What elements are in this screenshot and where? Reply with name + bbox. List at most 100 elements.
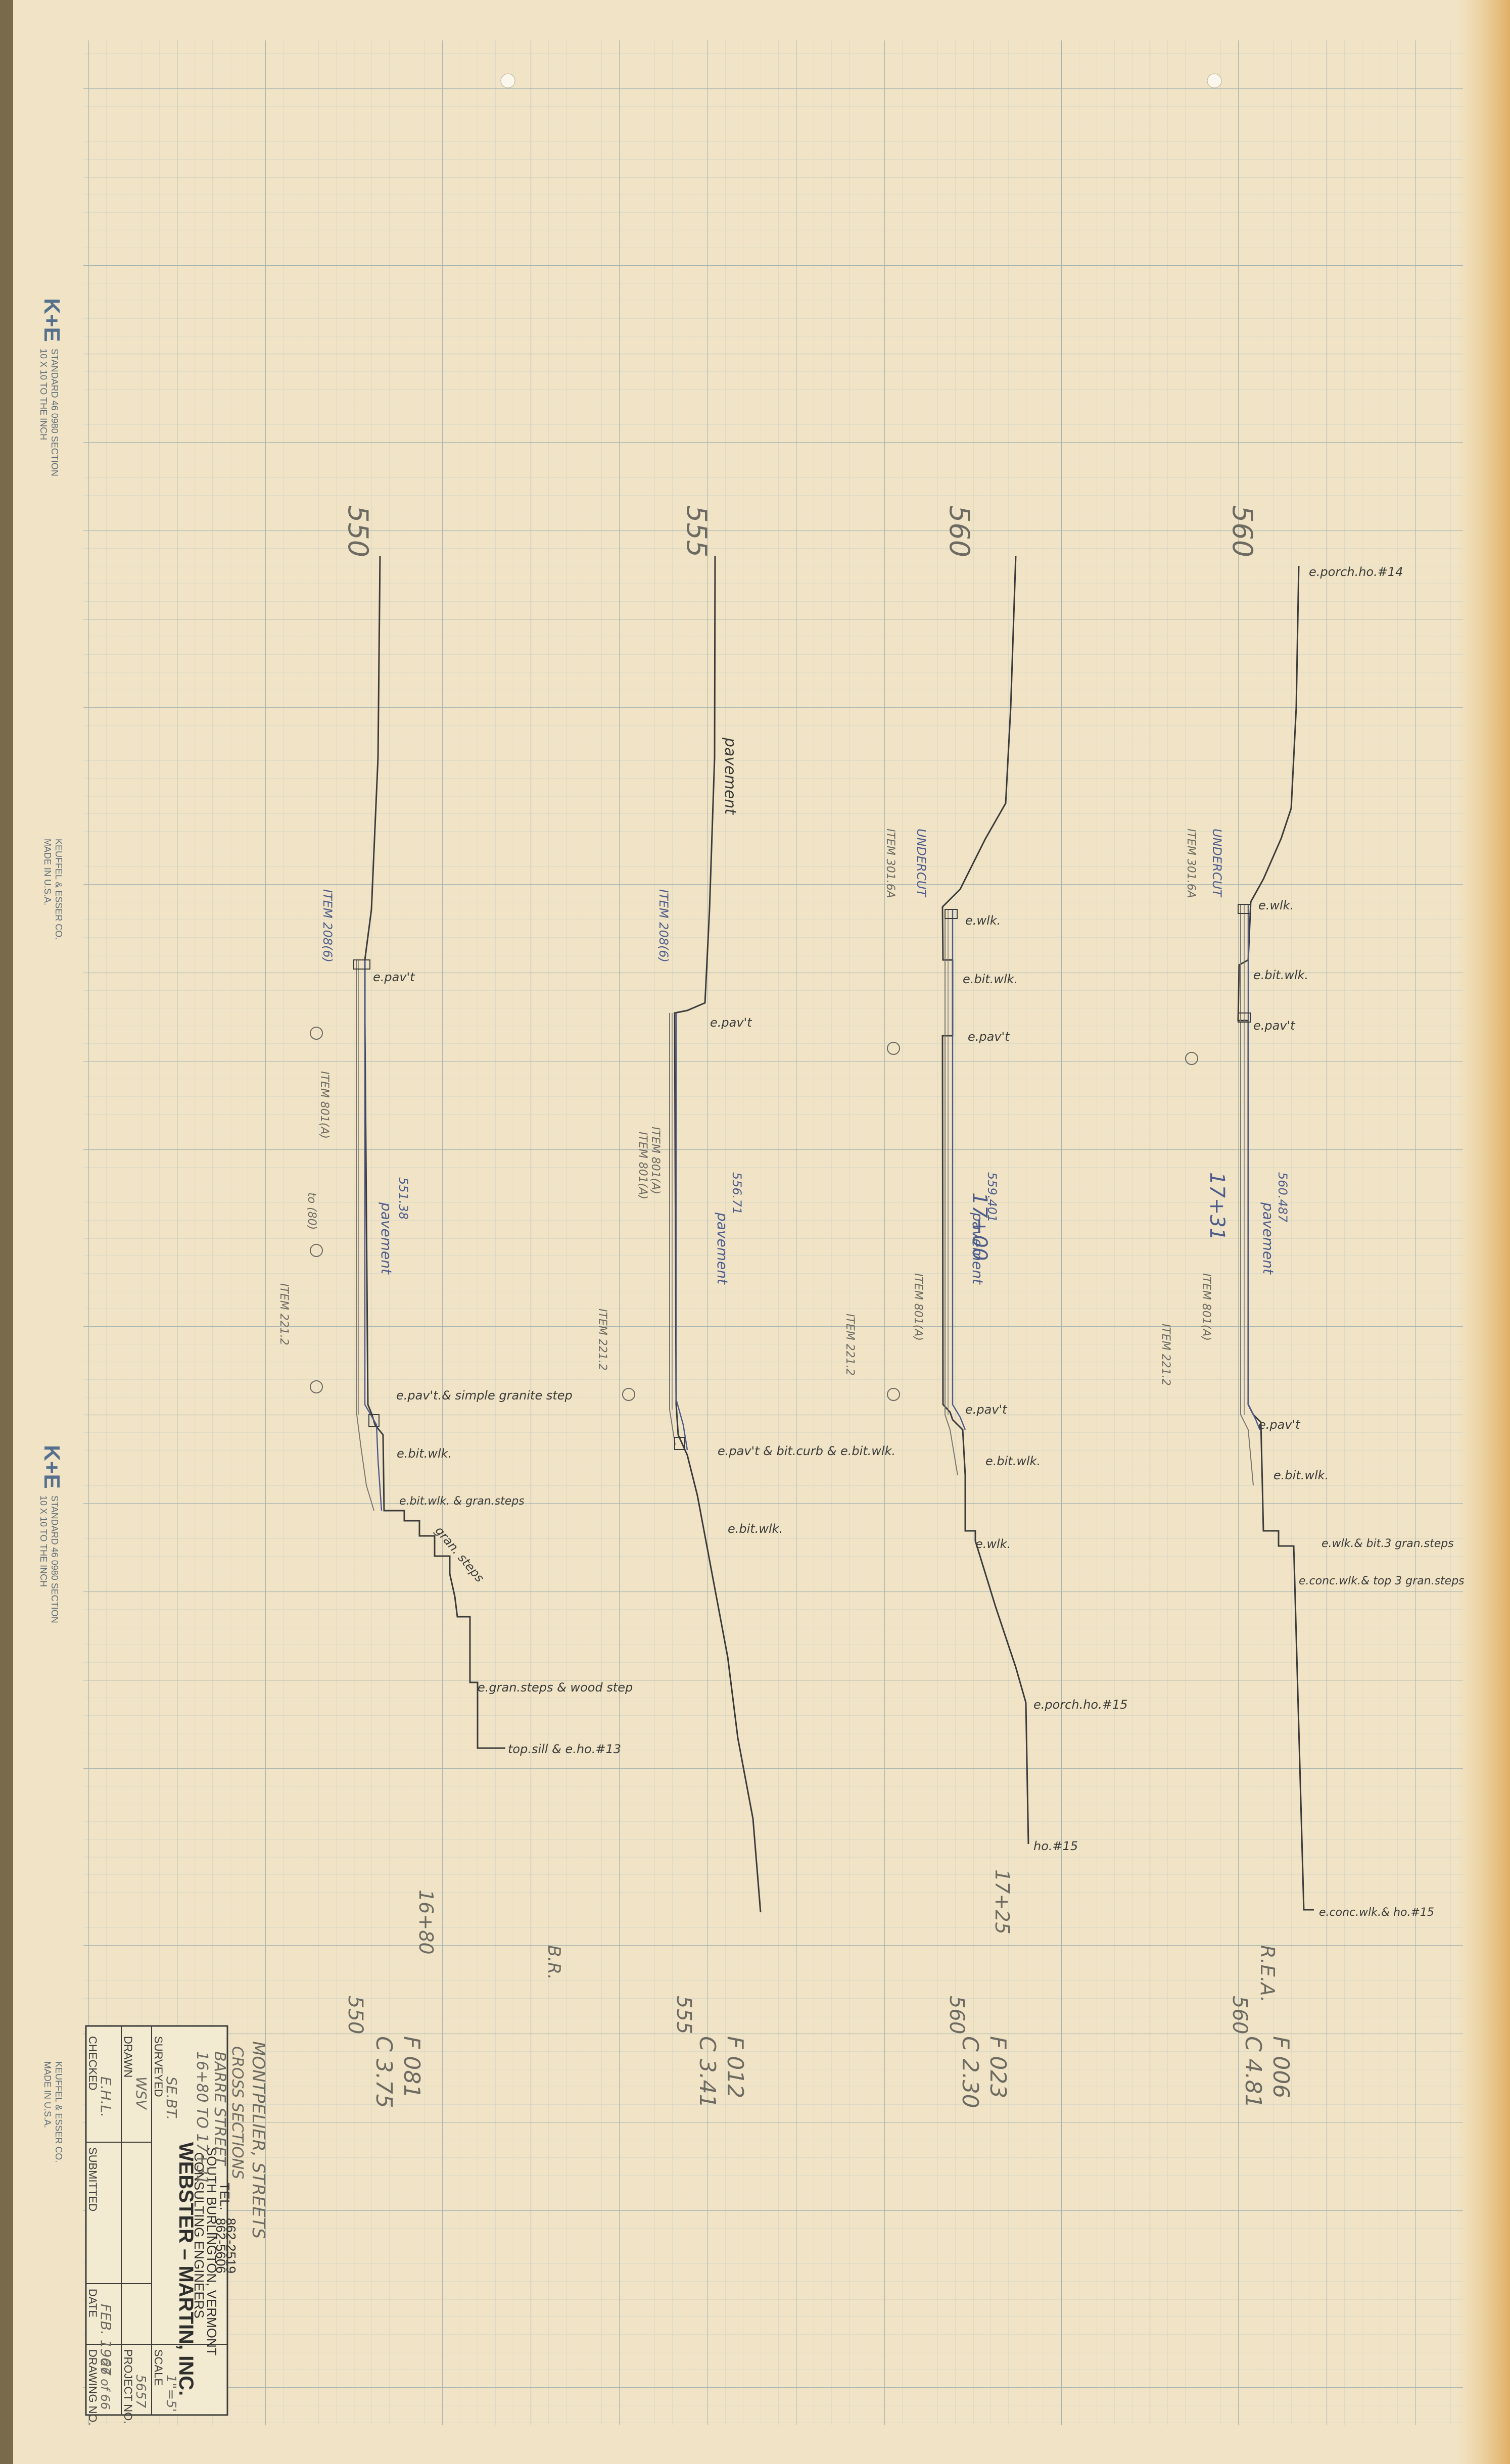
margin-brand-lower: K+E STANDARD 46 0980 SECTION 10 X 10 TO … [38, 1445, 64, 1623]
svg-text:ITEM 801(A): ITEM 801(A) [636, 1132, 649, 1199]
svg-text:10 X 10 TO THE INCH: 10 X 10 TO THE INCH [38, 1495, 49, 1587]
svg-text:F 012: F 012 [722, 2036, 748, 2098]
svg-text:WSV: WSV [133, 2076, 150, 2110]
svg-text:KEUFFEL & ESSER CO.: KEUFFEL & ESSER CO. [54, 839, 64, 940]
svg-text:560: 560 [1226, 505, 1258, 557]
svg-text:MONTPELIER, STREETS: MONTPELIER, STREETS [248, 2041, 268, 2239]
svg-text:K+E: K+E [39, 1445, 64, 1489]
svg-text:e.pav't: e.pav't [1258, 1418, 1301, 1432]
svg-text:B.R.: B.R. [544, 1945, 564, 1980]
pencil-line [356, 959, 374, 1511]
svg-text:E.H.L.: E.H.L. [98, 2076, 114, 2117]
left-edge [0, 0, 13, 2464]
svg-text:550: 550 [344, 1996, 367, 2034]
svg-text:e.pav't: e.pav't [965, 1403, 1008, 1417]
pencil-line [1240, 904, 1254, 1486]
svg-text:17+31: 17+31 [1205, 1172, 1229, 1240]
svg-text:ITEM 221.2: ITEM 221.2 [843, 1314, 856, 1376]
svg-text:SURVEYED: SURVEYED [152, 2036, 165, 2097]
svg-text:CHECKED: CHECKED [86, 2036, 99, 2091]
svg-text:MADE IN U.S.A.: MADE IN U.S.A. [42, 839, 53, 905]
svg-text:e.bit.wlk.: e.bit.wlk. [963, 972, 1018, 986]
pencil-line [945, 909, 958, 1476]
svg-text:F 081: F 081 [399, 2036, 424, 2098]
svg-text:e.pav't & bit.curb & e.bit.wlk: e.pav't & bit.curb & e.bit.wlk. [718, 1444, 895, 1458]
svg-text:862-5606: 862-5606 [213, 2218, 228, 2274]
svg-text:pavement: pavement [1260, 1202, 1277, 1275]
binder-hole [500, 73, 515, 88]
svg-text:F 006: F 006 [1268, 2036, 1294, 2098]
svg-text:to (80): to (80) [305, 1192, 318, 1230]
svg-text:1"=5': 1"=5' [163, 2375, 178, 2412]
svg-text:ITEM 208(6): ITEM 208(6) [656, 889, 671, 962]
svg-text:ITEM 801(A): ITEM 801(A) [318, 1071, 331, 1139]
svg-text:PROJECT NO.: PROJECT NO. [122, 2349, 134, 2424]
station-label: 16+80 [415, 1890, 437, 1955]
svg-text:555: 555 [672, 1996, 695, 2034]
svg-text:UNDERCUT: UNDERCUT [914, 829, 928, 898]
svg-text:R.E.A.: R.E.A. [1256, 1945, 1279, 2002]
margin-brand-mid: KEUFFEL & ESSER CO. MADE IN U.S.A. [42, 839, 64, 940]
svg-text:16+80 TO 17+31: 16+80 TO 17+31 [193, 2051, 211, 2185]
svg-text:DRAWN: DRAWN [122, 2036, 134, 2078]
svg-text:ITEM 301.6A: ITEM 301.6A [884, 829, 896, 898]
svg-text:e.wlk.& bit.3 gran.steps: e.wlk.& bit.3 gran.steps [1322, 1537, 1454, 1550]
svg-text:MADE IN U.S.A.: MADE IN U.S.A. [42, 2061, 53, 2128]
design-line [952, 909, 966, 1430]
svg-text:ITEM 801(A): ITEM 801(A) [649, 1127, 662, 1194]
svg-text:560: 560 [945, 1996, 968, 2034]
brand-logo: K+E [39, 298, 64, 342]
svg-text:CONSULTING ENGINEERS: CONSULTING ENGINEERS [192, 2152, 207, 2318]
svg-text:ITEM 301.6A: ITEM 301.6A [1185, 829, 1197, 898]
svg-text:e.wlk.: e.wlk. [1258, 898, 1294, 912]
svg-text:e.pav't: e.pav't [1253, 1019, 1296, 1033]
svg-text:556.71: 556.71 [730, 1172, 744, 1215]
ground-line [941, 555, 1029, 1845]
svg-text:ITEM 221.2: ITEM 221.2 [1159, 1324, 1172, 1386]
title-block: CHECKED SUBMITTED DATE DRAWING NO. DRAWN… [85, 2025, 268, 2426]
design-line [364, 960, 383, 1511]
svg-text:SOUTH BURLINGTON, VERMONT: SOUTH BURLINGTON, VERMONT [204, 2147, 219, 2356]
svg-text:STANDARD 46 0980 SECTION: STANDARD 46 0980 SECTION [50, 349, 60, 476]
svg-text:e.porch.ho.#14: e.porch.ho.#14 [1309, 565, 1403, 579]
svg-text:SE.BT.: SE.BT. [163, 2076, 180, 2120]
svg-text:SUBMITTED: SUBMITTED [86, 2147, 99, 2211]
svg-text:ITEM 208(6): ITEM 208(6) [320, 889, 335, 962]
pencil-line [669, 1013, 676, 1445]
svg-text:CROSS SECTIONS: CROSS SECTIONS [228, 2046, 246, 2179]
svg-text:560: 560 [943, 505, 975, 557]
graph-grid [83, 40, 1463, 2425]
svg-text:pavement: pavement [721, 737, 739, 815]
svg-text:BARRE STREET: BARRE STREET [211, 2051, 228, 2166]
svg-text:pavement: pavement [969, 1212, 986, 1285]
svg-text:555: 555 [681, 505, 713, 557]
svg-text:559.401: 559.401 [985, 1172, 999, 1222]
svg-text:e.conc.wlk.& ho.#15: e.conc.wlk.& ho.#15 [1319, 1906, 1434, 1919]
svg-text:UNDERCUT: UNDERCUT [1210, 829, 1224, 898]
svg-text:5657: 5657 [133, 2375, 148, 2408]
svg-text:ITEM 221.2: ITEM 221.2 [277, 1283, 290, 1345]
svg-text:C 3.41: C 3.41 [694, 2036, 720, 2108]
svg-text:pavement: pavement [378, 1202, 395, 1275]
svg-text:STANDARD 46 0980 SECTION: STANDARD 46 0980 SECTION [50, 1495, 60, 1623]
svg-text:e.bit.wlk.: e.bit.wlk. [728, 1522, 783, 1536]
svg-text:DRAWING NO.: DRAWING NO. [86, 2349, 99, 2426]
svg-text:862-2519: 862-2519 [223, 2218, 239, 2274]
svg-text:ITEM 801(A): ITEM 801(A) [1200, 1273, 1212, 1341]
svg-text:e.porch.ho.#15: e.porch.ho.#15 [1033, 1698, 1127, 1712]
svg-text:e.bit.wlk.: e.bit.wlk. [985, 1454, 1041, 1468]
svg-text:TEL.: TEL. [217, 2183, 232, 2210]
svg-text:e.wlk.: e.wlk. [975, 1537, 1011, 1551]
margin-brand-top: K+E STANDARD 46 0980 SECTION 10 X 10 TO … [38, 298, 64, 476]
svg-text:e.bit.wlk.: e.bit.wlk. [1253, 968, 1308, 982]
svg-text:SCALE: SCALE [152, 2349, 165, 2386]
svg-text:e.pav't.& simple granite step: e.pav't.& simple granite step [396, 1388, 573, 1403]
section-profile-2: 555 pavement e.pav't e.pav't & bit.curb … [596, 505, 895, 2108]
svg-text:C 3.75: C 3.75 [371, 2036, 397, 2108]
svg-text:C 4.81: C 4.81 [1240, 2036, 1266, 2108]
section-profile-3: 560 e.wlk. e.bit.wlk. e.pav't e.pav't e.… [843, 505, 1127, 2108]
svg-text:ITEM 221.2: ITEM 221.2 [596, 1309, 608, 1371]
svg-text:e.bit.wlk. & gran.steps: e.bit.wlk. & gran.steps [399, 1495, 525, 1508]
svg-text:17+25: 17+25 [991, 1869, 1013, 1935]
